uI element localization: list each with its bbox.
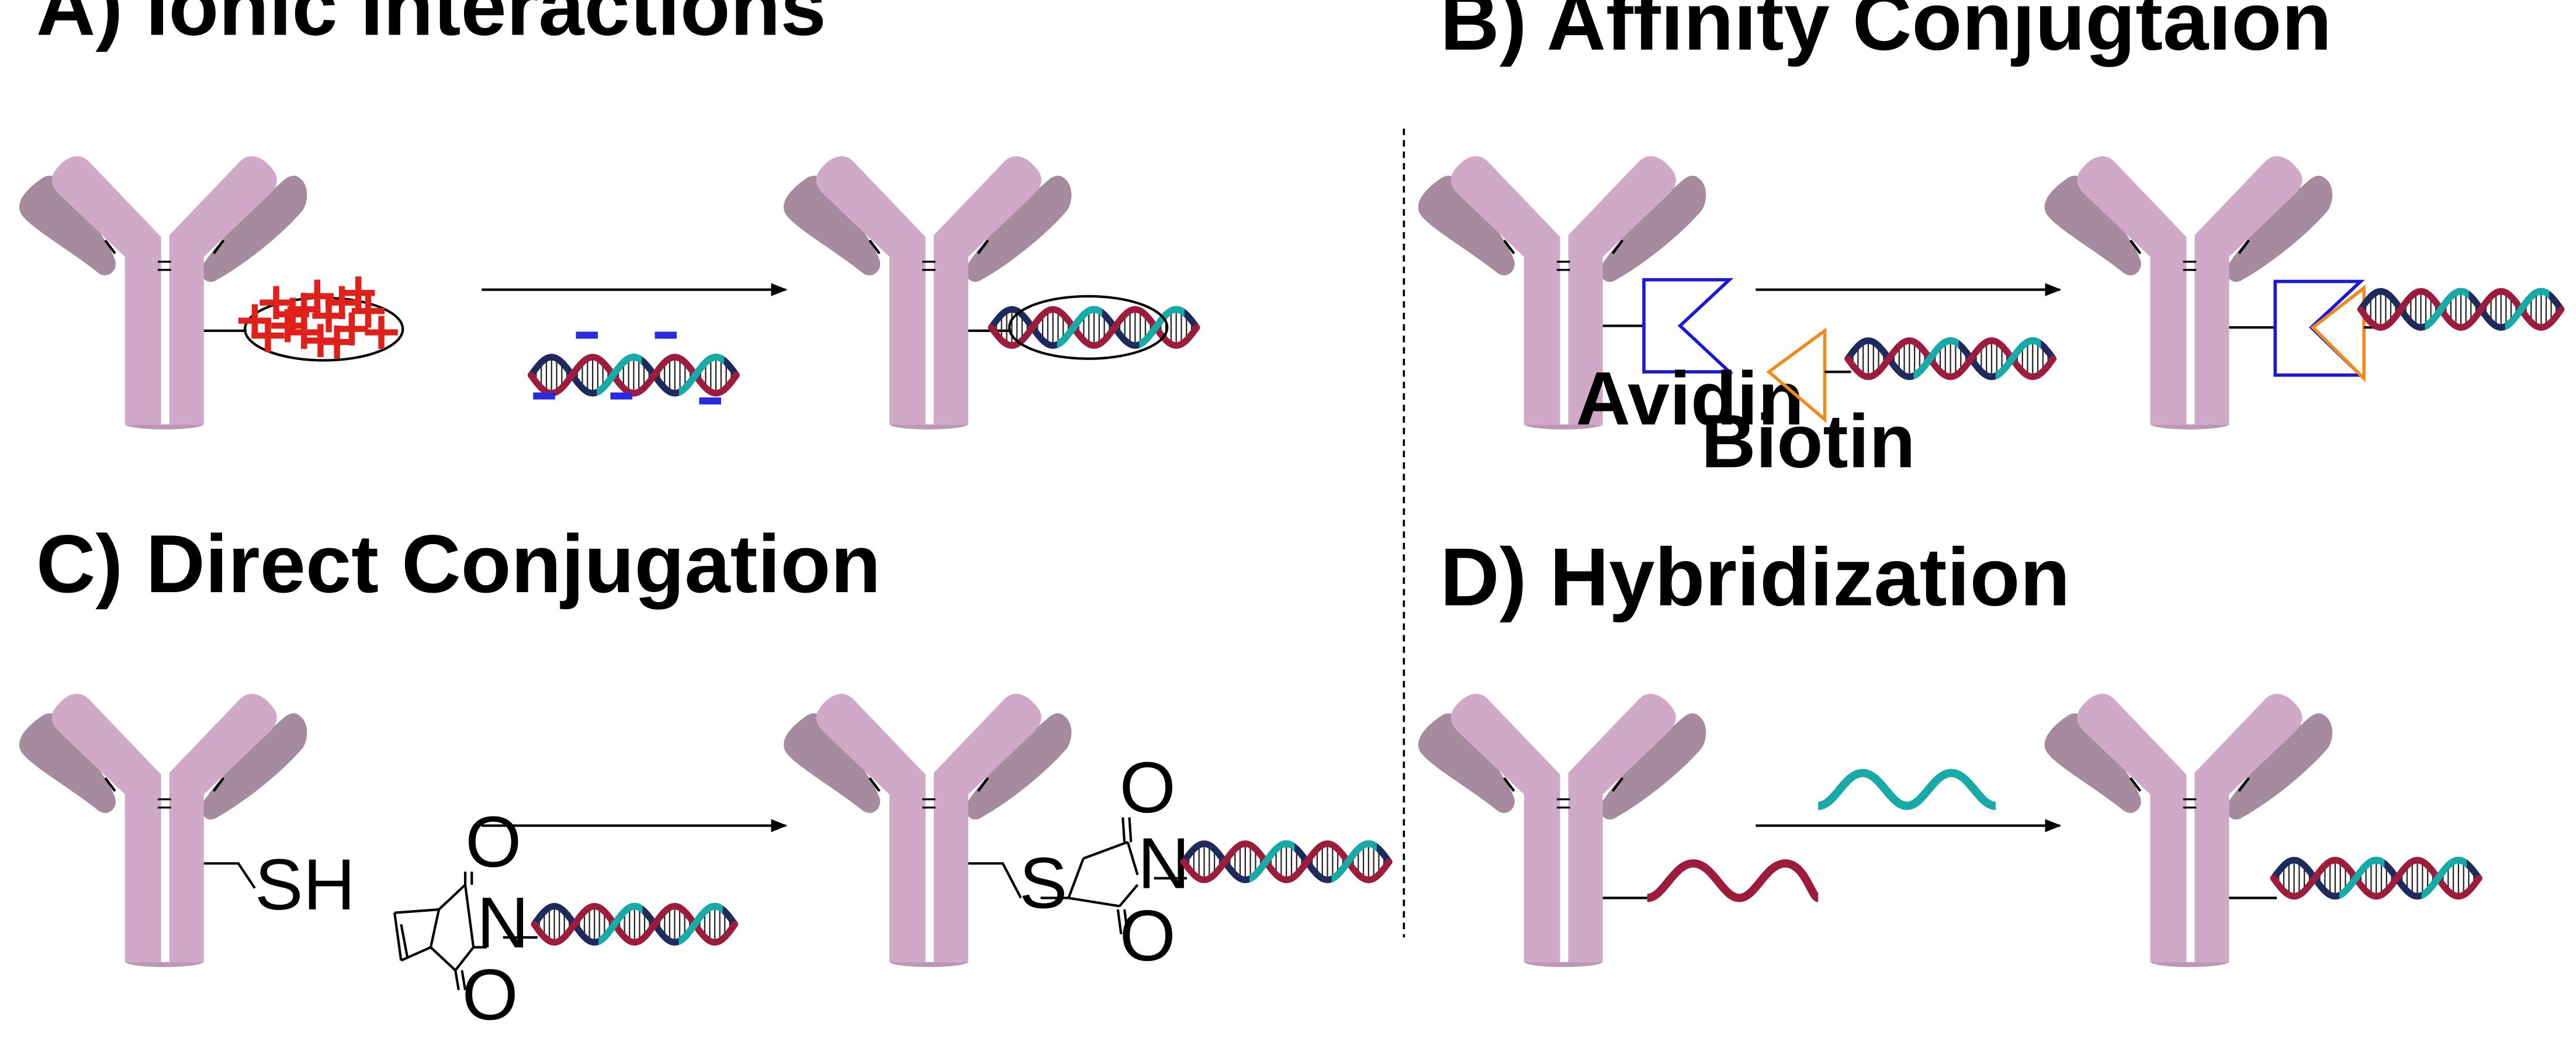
dna-duplex-icon — [1844, 337, 2057, 380]
oxygen-label: O — [465, 802, 521, 883]
positive-charge-icon: + — [330, 297, 373, 358]
single-strand-dna-icon — [1646, 859, 1820, 902]
positive-charge-icon: + — [307, 284, 351, 345]
dna-strand — [527, 354, 740, 397]
avidin-label: Avidin — [1576, 357, 1805, 441]
positive-charge-icon: + — [337, 261, 380, 322]
positive-charge-icon: + — [246, 303, 290, 365]
dna-strand-highlight — [597, 353, 725, 397]
oxygen-label: O — [1120, 895, 1176, 976]
dna-duplex-icon — [2270, 856, 2482, 900]
negative-charge-icon: – — [573, 299, 601, 364]
biotin-label: Biotin — [1701, 399, 1915, 483]
dna-strand-highlight — [2425, 288, 2550, 331]
dna-strand — [1180, 840, 1393, 884]
panel-d — [1418, 694, 2482, 967]
antibody-icon — [784, 694, 1071, 967]
dna-duplex-icon — [527, 353, 740, 397]
negative-charge-icon: – — [652, 299, 680, 364]
dna-strand — [2357, 288, 2565, 331]
negative-charge-icon: – — [607, 359, 635, 425]
oxygen-label: O — [462, 955, 518, 1036]
positive-charge-icon: + — [346, 279, 390, 340]
avidin-icon — [1642, 278, 1734, 374]
positive-charge-icon: + — [295, 264, 339, 326]
positive-charge-icon: + — [233, 289, 276, 350]
dna-strand — [531, 902, 739, 946]
negative-charge-icon: – — [696, 364, 724, 430]
antibody-icon — [19, 694, 307, 967]
positive-charge-icon: + — [271, 282, 314, 344]
maleimide-structure — [393, 871, 538, 991]
positive-charge-icon: + — [315, 310, 359, 372]
dna-strand-highlight — [598, 902, 723, 946]
negative-charge-icon: – — [530, 359, 558, 425]
panel-c: SH O N O S — [19, 694, 1393, 1036]
positive-charge-icon: + — [320, 271, 363, 332]
dna-strand-highlight — [1249, 840, 1377, 884]
sulfur-label: S — [1019, 843, 1068, 923]
positive-charges: ++++++++++++++++ — [233, 261, 403, 371]
dna-strand — [2270, 857, 2482, 900]
positive-charge-icon: + — [266, 294, 310, 355]
dna-duplex-icon — [2357, 288, 2565, 331]
positive-charge-icon: + — [254, 271, 298, 332]
antibody-icon — [1418, 694, 1706, 967]
positive-charge-icon: + — [282, 300, 326, 362]
biotin-icon — [1766, 327, 1827, 423]
succinimide-structure — [1040, 817, 1187, 935]
panel-a: ++++++++++++++++ ––––– — [19, 156, 1200, 430]
thiol-label: SH — [255, 845, 355, 925]
panel-c-title: C) Direct Conjugation — [36, 518, 881, 610]
panel-b-title: B) Affinity Conjugtaion — [1440, 0, 2332, 67]
complex-ellipse — [1008, 295, 1169, 360]
dna-strand — [1844, 337, 2057, 380]
dna-duplex-icon — [531, 902, 739, 946]
panel-b: Avidin Biotin — [1418, 156, 2565, 483]
dna-strand-highlight — [1913, 337, 2041, 380]
nitrogen-label: N — [477, 883, 529, 963]
negative-charges: ––––– — [530, 299, 724, 430]
dna-strand-highlight — [2339, 856, 2467, 900]
dna-duplex-icon — [1180, 840, 1393, 884]
positive-charge-icon: + — [299, 309, 342, 370]
antibody-icon — [2045, 156, 2332, 429]
positive-polymer-ellipse — [244, 296, 404, 362]
biotin-icon — [2310, 285, 2366, 383]
oxygen-label: O — [1120, 748, 1176, 828]
complementary-strand-icon — [1817, 769, 1997, 810]
positive-charge-icon: + — [282, 277, 326, 338]
panel-d-title: D) Hybridization — [1440, 531, 2070, 623]
antibody-icon — [2045, 694, 2332, 967]
antibody-icon — [784, 156, 1071, 429]
panel-a-title: A) Ionic Interactions — [36, 0, 826, 53]
positive-charge-icon: + — [359, 300, 403, 362]
